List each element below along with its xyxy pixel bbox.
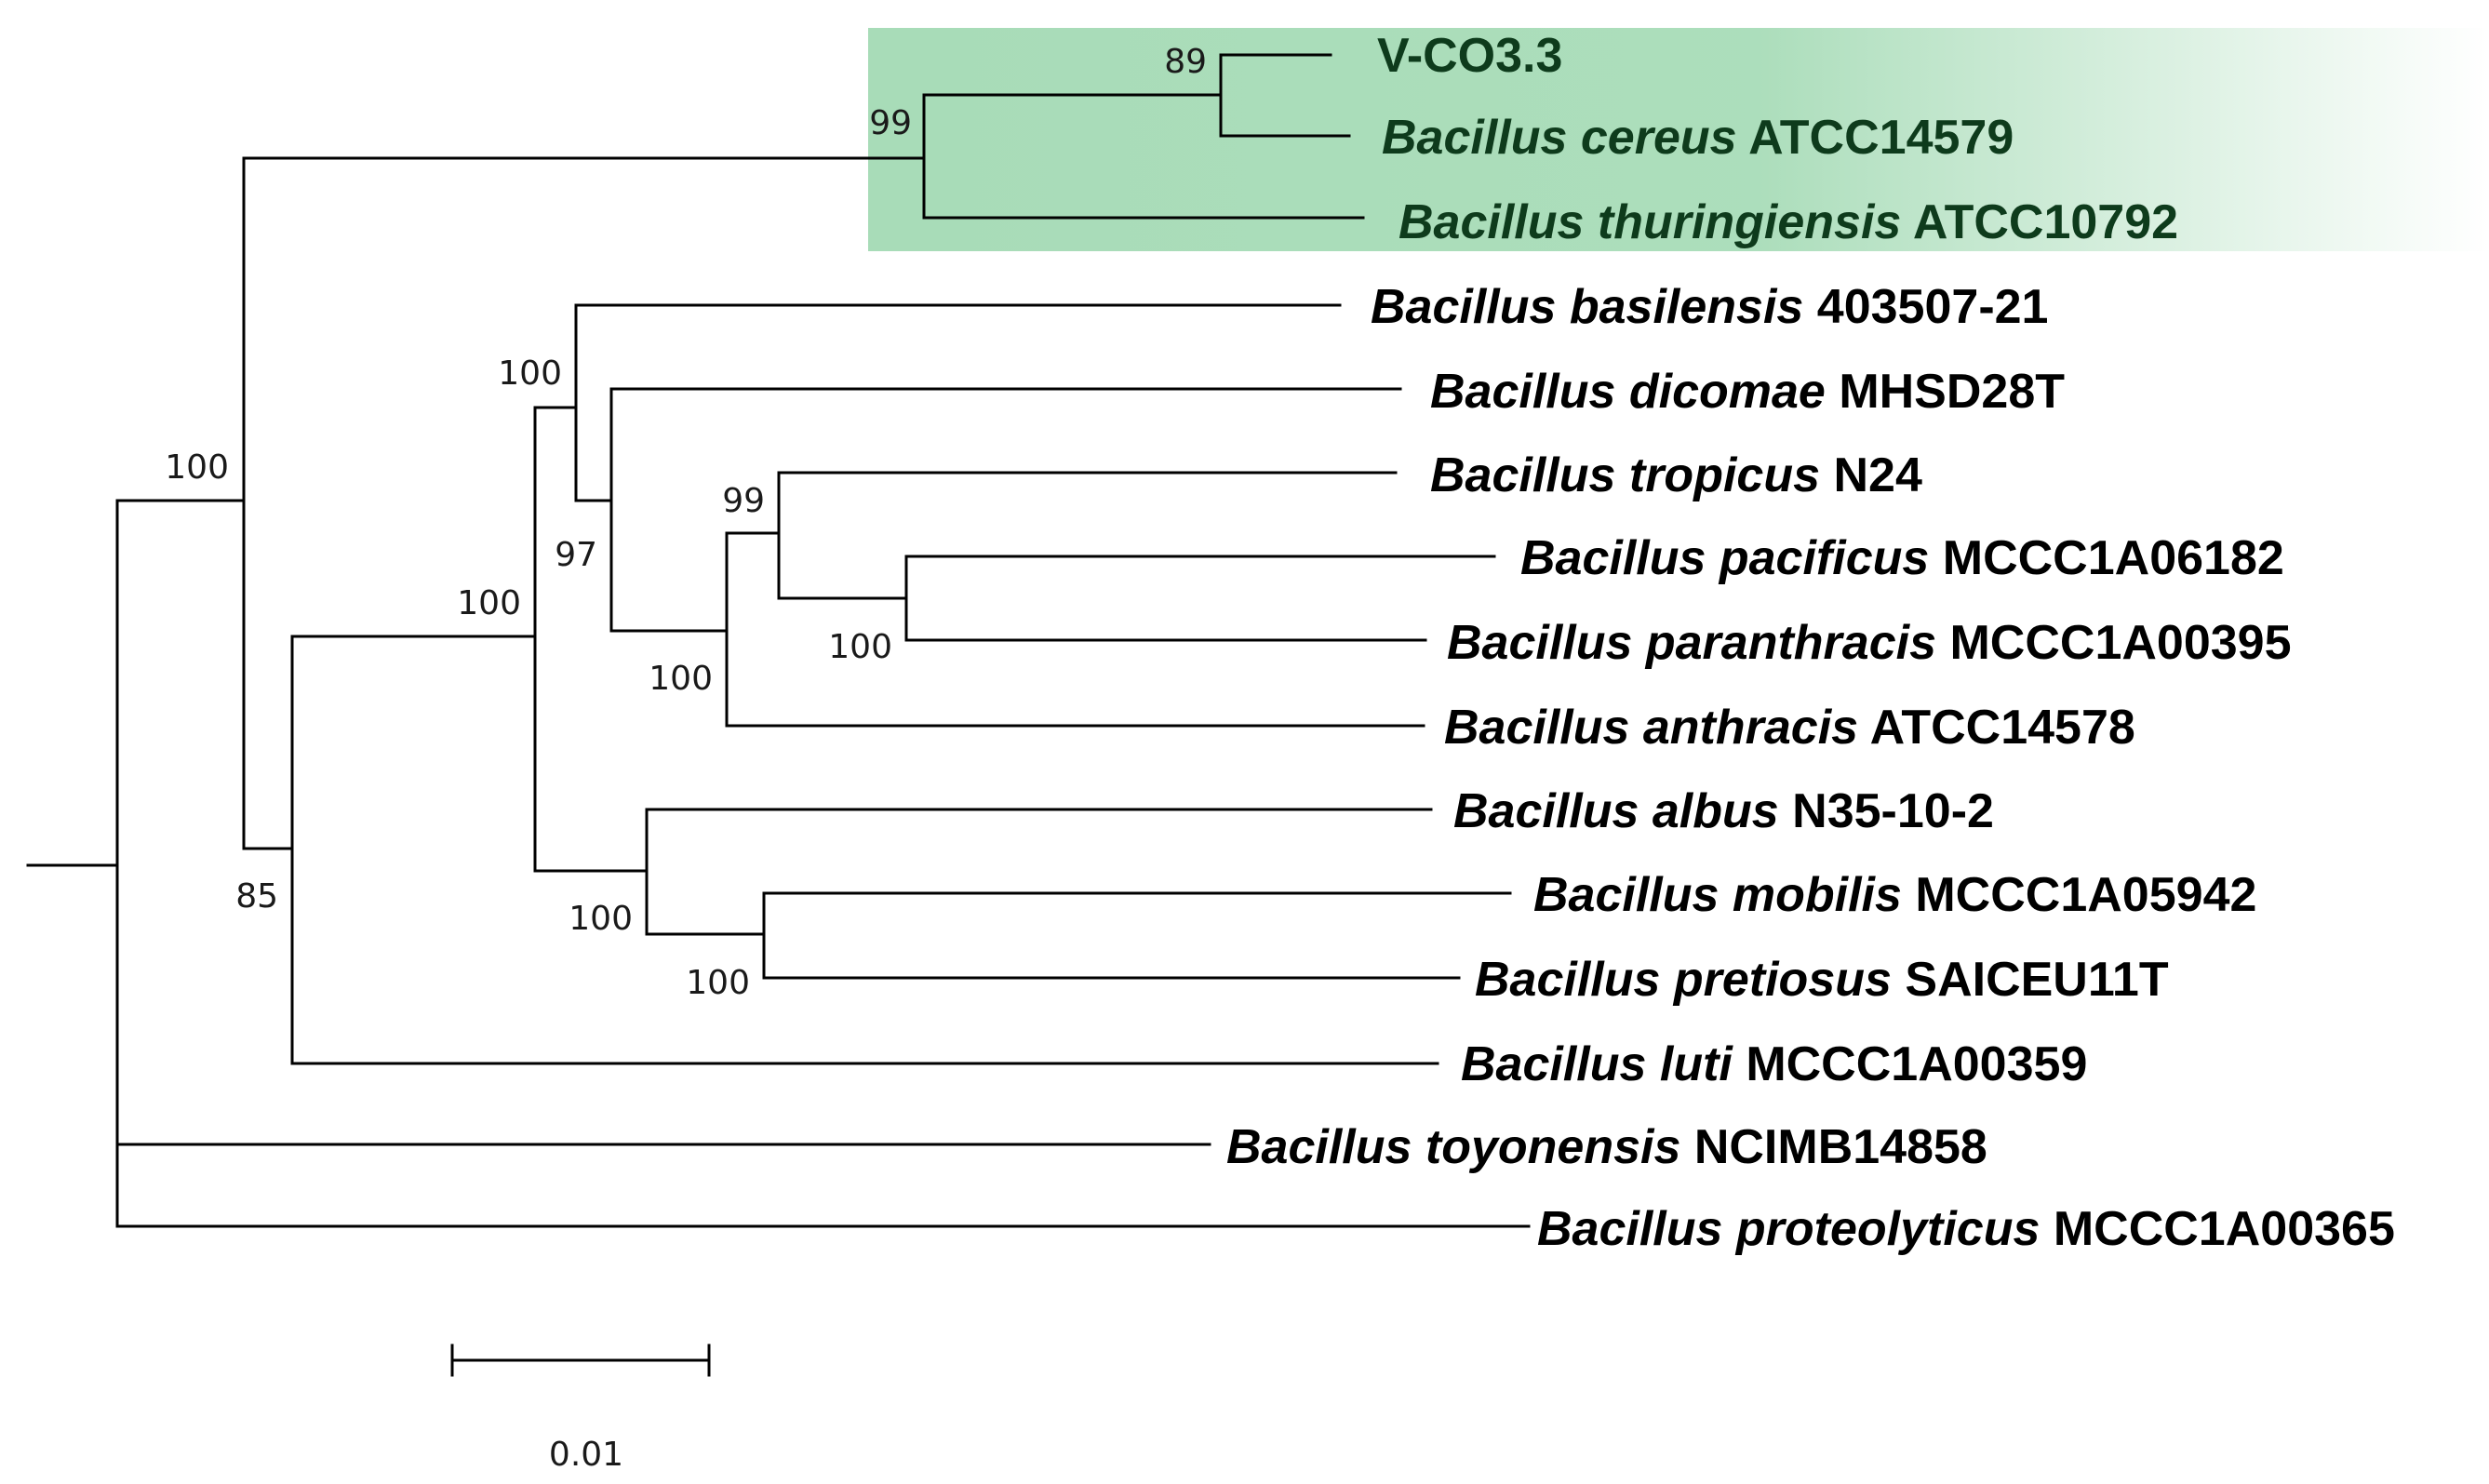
- taxon-label-toyonensis: Bacillus toyonensis NCIMB14858: [1226, 1120, 1987, 1174]
- species-epithet: pretiosus: [1672, 953, 1892, 1007]
- species-epithet: paranthracis: [1644, 616, 1936, 670]
- strain-name: MCCC1A00395: [1949, 616, 2291, 670]
- species-epithet: albus: [1653, 784, 1779, 838]
- scale-bar: 0.01: [450, 1344, 711, 1474]
- species-epithet: thuringiensis: [1598, 195, 1901, 249]
- strain-name: ATCC14578: [1870, 701, 2135, 755]
- species-epithet: cereus: [1581, 111, 1737, 165]
- bootstrap-main-clade: 100: [165, 448, 229, 487]
- bootstrap-tropicus-group: 99: [722, 482, 765, 520]
- species-name: Bacillus: [1475, 953, 1660, 1007]
- taxon-label-dicomae: Bacillus dicomae MHSD28T: [1430, 365, 2065, 419]
- taxon-label-basilensis: Bacillus basilensis 403507-21: [1371, 280, 2048, 334]
- taxon-label-cereus: Bacillus cereus ATCC14579: [1382, 111, 2014, 165]
- species-name: Bacillus: [1447, 616, 1632, 670]
- bootstrap-basilensis-group: 100: [498, 354, 562, 393]
- taxon-labels: V-CO3.3 Bacillus cereus ATCC14579 Bacill…: [1226, 29, 2395, 1256]
- strain-name: V-CO3.3: [1377, 29, 1562, 83]
- strain-name: MCCC1A00365: [2054, 1202, 2395, 1256]
- taxon-label-luti: Bacillus luti MCCC1A00359: [1461, 1037, 2087, 1091]
- taxon-label-paranthracis: Bacillus paranthracis MCCC1A00395: [1447, 616, 2292, 670]
- species-name: Bacillus: [1520, 531, 1706, 585]
- species-epithet: anthracis: [1643, 701, 1858, 755]
- bootstrap-pacificus-paranthracis: 100: [828, 628, 892, 666]
- strain-name: ATCC14579: [1748, 111, 2014, 165]
- taxon-label-pretiosus: Bacillus pretiosus SAICEU11T: [1475, 953, 2169, 1007]
- species-name: Bacillus: [1398, 195, 1584, 249]
- bootstrap-luti-group: 85: [235, 877, 278, 916]
- species-name: Bacillus: [1226, 1120, 1412, 1174]
- species-name: Bacillus: [1444, 701, 1629, 755]
- species-epithet: dicomae: [1629, 365, 1826, 419]
- species-name: Bacillus: [1537, 1202, 1722, 1256]
- species-name: Bacillus: [1371, 280, 1556, 334]
- taxon-label-vco: V-CO3.3: [1377, 29, 1562, 83]
- taxon-label-thuringiensis: Bacillus thuringiensis ATCC10792: [1398, 195, 2178, 249]
- species-epithet: proteolyticus: [1734, 1202, 2041, 1256]
- bootstrap-anthracis-group: 100: [649, 660, 713, 698]
- bootstrap-vco-cereus: 89: [1164, 43, 1207, 81]
- taxon-label-albus: Bacillus albus N35-10-2: [1453, 784, 1994, 838]
- bootstrap-cereus-group: 99: [869, 104, 912, 142]
- species-epithet: tropicus: [1629, 448, 1820, 502]
- scale-bar-label: 0.01: [549, 1436, 623, 1474]
- bootstrap-mobilis-pretiosus: 100: [686, 964, 750, 1002]
- strain-name: MCCC1A05942: [1915, 868, 2256, 922]
- strain-name: SAICEU11T: [1905, 953, 2168, 1007]
- taxon-label-proteolyticus: Bacillus proteolyticus MCCC1A00365: [1537, 1202, 2395, 1256]
- strain-name: N35-10-2: [1792, 784, 1994, 838]
- species-name: Bacillus: [1533, 868, 1719, 922]
- bootstrap-albus-group: 100: [569, 900, 633, 938]
- species-epithet: toyonensis: [1425, 1120, 1681, 1174]
- strain-name: MCCC1A06182: [1943, 531, 2284, 585]
- strain-name: NCIMB14858: [1694, 1120, 1987, 1174]
- taxon-label-anthracis: Bacillus anthracis ATCC14578: [1444, 701, 2135, 755]
- bootstrap-big-subclade: 100: [457, 584, 521, 622]
- taxon-label-pacificus: Bacillus pacificus MCCC1A06182: [1520, 531, 2284, 585]
- species-epithet: luti: [1660, 1037, 1734, 1091]
- strain-name: MCCC1A00359: [1746, 1037, 2087, 1091]
- strain-name: MHSD28T: [1839, 365, 2065, 419]
- species-name: Bacillus: [1430, 365, 1615, 419]
- species-name: Bacillus: [1382, 111, 1567, 165]
- strain-name: N24: [1833, 448, 1921, 502]
- species-name: Bacillus: [1461, 1037, 1646, 1091]
- species-name: Bacillus: [1430, 448, 1615, 502]
- species-name: Bacillus: [1453, 784, 1639, 838]
- strain-name: 403507-21: [1817, 280, 2049, 334]
- bootstrap-dicomae-group: 97: [555, 536, 597, 574]
- strain-name: ATCC10792: [1913, 195, 2178, 249]
- bootstrap-values: 89 99 100 100 97 99 100 100 100 100 100 …: [165, 43, 1207, 1002]
- taxon-label-tropicus: Bacillus tropicus N24: [1430, 448, 1922, 502]
- species-epithet: basilensis: [1570, 280, 1803, 334]
- species-epithet: pacificus: [1718, 531, 1929, 585]
- taxon-label-mobilis: Bacillus mobilis MCCC1A05942: [1533, 868, 2256, 922]
- tree-branches: [26, 53, 1531, 1228]
- species-epithet: mobilis: [1733, 868, 1902, 922]
- highlight-band: [868, 28, 2489, 251]
